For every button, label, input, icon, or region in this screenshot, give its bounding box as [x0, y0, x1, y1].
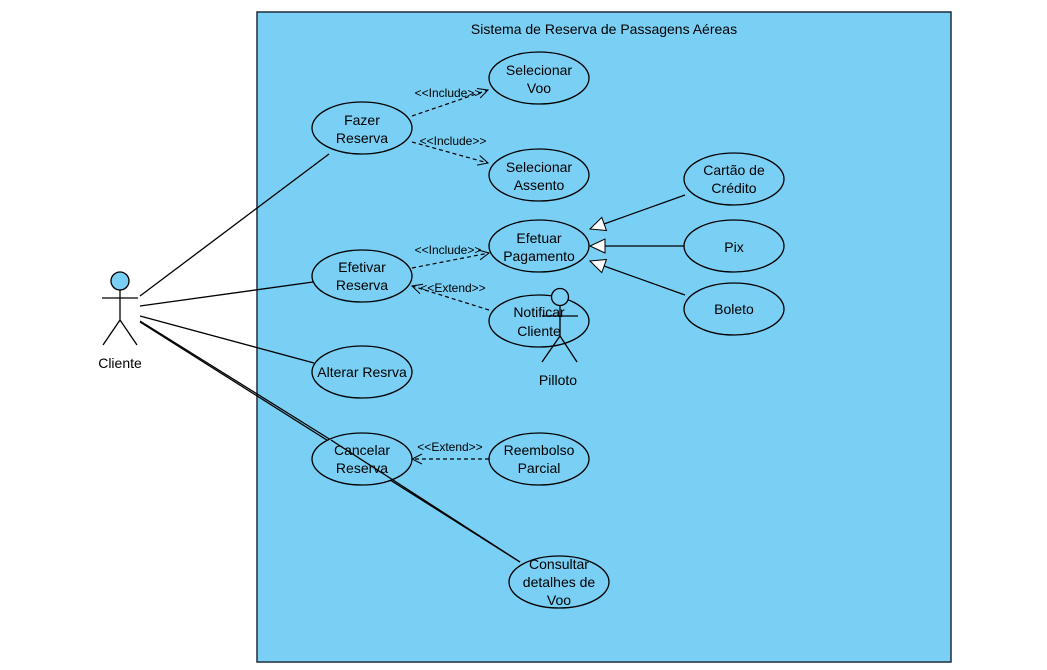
actor-cliente[interactable]: Cliente: [98, 271, 142, 371]
use-case-label-line: Consultar: [529, 556, 589, 572]
system-title: Sistema de Reserva de Passagens Aéreas: [471, 21, 737, 37]
generalization-cartao-pagamento: [588, 194, 686, 232]
use-case-label-line: Selecionar: [506, 62, 572, 78]
assoc-cliente-cancelar-reserva: [139, 320, 332, 441]
use-case-label-line: Reserva: [336, 277, 388, 293]
assoc-cliente-alterar-reserva: [139, 315, 315, 364]
use-case-label-line: Cliente: [517, 323, 561, 339]
use-case-label-line: Efetuar: [516, 230, 561, 246]
stereotype-include-1: <<Include>>: [415, 86, 482, 100]
use-case-label-line: detalhes de: [523, 574, 596, 590]
use-case-boleto[interactable]: Boleto: [683, 282, 785, 336]
use-case-label-line: Alterar Resrva: [317, 364, 407, 380]
use-case-label-line: Boleto: [714, 301, 754, 317]
use-case-label-line: Reserva: [336, 130, 388, 146]
use-case-label-line: Assento: [514, 177, 565, 193]
stereotype-extend-1: <<Extend>>: [420, 281, 485, 295]
generalization-boleto-pagamento: [588, 258, 686, 296]
use-case-label-line: Cancelar: [334, 442, 390, 458]
actor-cliente-label: Cliente: [98, 355, 142, 371]
stereotype-include-3: <<Include>>: [415, 243, 482, 257]
use-case-pix[interactable]: Pix: [683, 219, 785, 273]
use-case-label-line: Efetivar: [338, 259, 386, 275]
use-case-label-line: Selecionar: [506, 159, 572, 175]
svg-text:Pix: Pix: [724, 239, 743, 255]
assoc-cliente-consultar-voo-overlay: [330, 439, 521, 563]
assoc-cliente-fazer-reserva: [139, 153, 330, 297]
actor-head-icon: [550, 287, 570, 307]
use-case-label-line: Parcial: [518, 460, 561, 476]
use-case-label-line: Reserva: [336, 460, 388, 476]
assoc-cliente-efetivar-reserva: [139, 281, 314, 307]
use-case-alterar-reserva[interactable]: Alterar Resrva: [311, 345, 413, 399]
use-case-label-line: Voo: [527, 80, 551, 96]
use-case-label-line: Notificar: [513, 304, 565, 320]
use-case-cartao-credito[interactable]: Cartão de Crédito: [683, 152, 785, 206]
use-case-label-line: Crédito: [711, 180, 756, 196]
use-case-consultar-voo[interactable]: Consultar detalhes de Voo: [508, 555, 610, 609]
include-fazer-selecionar-voo: [411, 90, 488, 117]
use-case-label-line: Fazer: [344, 112, 380, 128]
svg-text:Boleto: Boleto: [714, 301, 754, 317]
actor-piloto-label: Pilloto: [539, 372, 577, 388]
stereotype-extend-2: <<Extend>>: [417, 440, 482, 454]
use-case-label-line: Pix: [724, 239, 743, 255]
use-case-label-line: Voo: [547, 592, 571, 608]
use-case-label-line: Cartão de: [703, 162, 765, 178]
use-case-label-line: Reembolso: [504, 442, 575, 458]
include-fazer-selecionar-assento: [411, 141, 488, 163]
svg-text:Alterar Resrva: Alterar Resrva: [317, 364, 407, 380]
use-case-label-line: Pagamento: [503, 248, 575, 264]
include-efetivar-efetuar-pagamento: [411, 253, 489, 269]
actor-head-icon: [110, 271, 130, 291]
actor-piloto[interactable]: Pilloto: [539, 287, 578, 389]
stereotype-include-2: <<Include>>: [420, 134, 487, 148]
